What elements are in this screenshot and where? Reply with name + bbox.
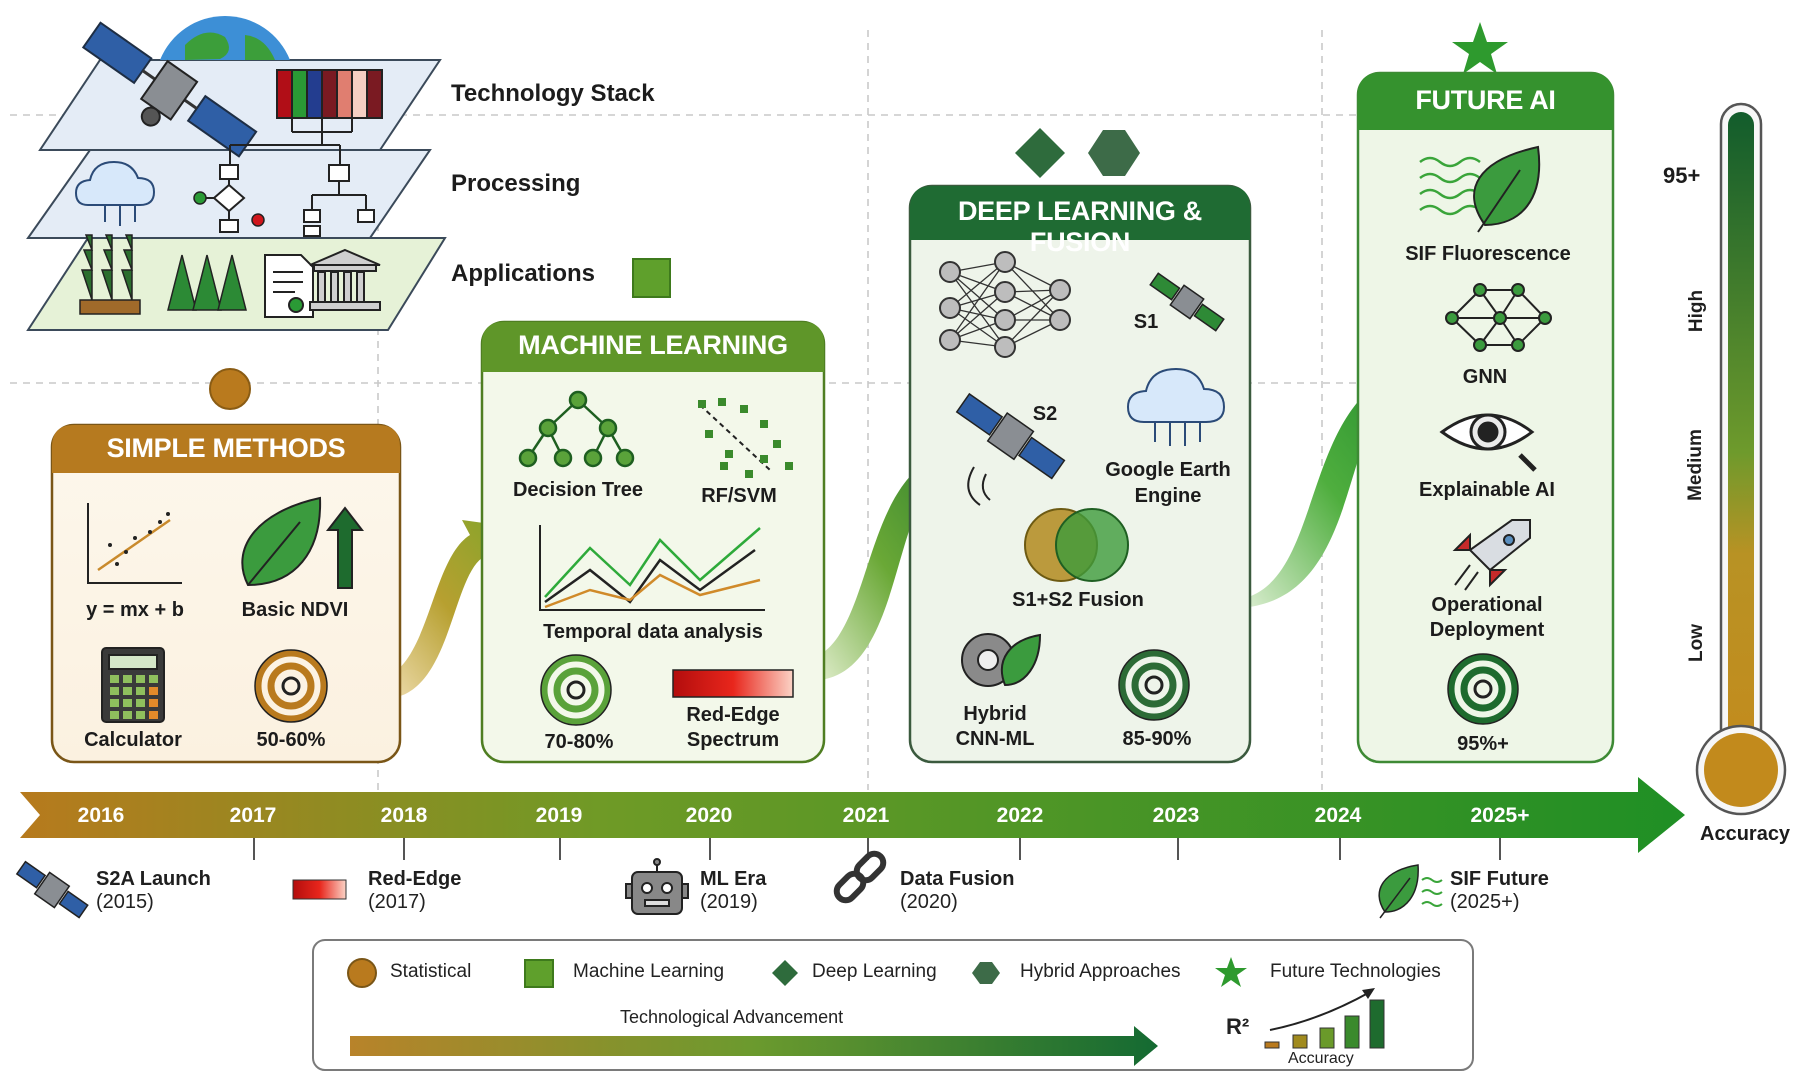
future-ai-title: FUTURE AI — [1415, 85, 1556, 115]
year-label: 2019 — [535, 804, 583, 827]
s2a-satellite-icon — [15, 860, 89, 919]
technology-stack-illustration — [26, 15, 447, 331]
hybrid-cnn-ml-line2: CNN-ML — [955, 728, 1035, 750]
s2-label: S2 — [1032, 403, 1058, 425]
thermo-accuracy-label: Accuracy — [1700, 823, 1791, 845]
gnn-label: GNN — [1462, 366, 1508, 388]
operational-deployment-line1: Operational — [1431, 594, 1543, 616]
gee-label-line2: Engine — [1134, 485, 1202, 507]
year-label: 2018 — [380, 804, 428, 827]
ml-accuracy-label: 70-80% — [544, 731, 614, 753]
decision-tree-label: Decision Tree — [512, 479, 644, 501]
deep-learning-title: DEEP LEARNING & FUSION — [957, 196, 1203, 257]
hybrid-cnn-ml-line1: Hybrid — [963, 703, 1027, 725]
gee-label-line1: Google Earth — [1105, 459, 1231, 481]
thermo-medium-label: Medium — [1685, 429, 1706, 501]
thermo-high-label: High — [1686, 289, 1707, 333]
year-label: 2021 — [842, 804, 890, 827]
operational-deployment-line2: Deployment — [1429, 619, 1545, 641]
event-data-fusion: Data Fusion (2020) — [900, 868, 1015, 913]
formula-label: y = mx + b — [86, 599, 184, 621]
year-label: 2022 — [996, 804, 1044, 827]
processing-label: Processing — [451, 170, 581, 197]
event-sif-future: SIF Future (2025+) — [1450, 868, 1549, 913]
year-label: 2025+ — [1470, 804, 1530, 827]
legend-technological-advancement: Technological Advancement — [620, 1007, 844, 1027]
legend-accuracy: Accuracy — [1288, 1050, 1354, 1067]
legend-future-technologies: Future Technologies — [1270, 961, 1441, 982]
satellite-icon — [81, 21, 258, 158]
legend-hybrid-approaches: Hybrid Approaches — [1020, 961, 1181, 982]
event-ml-era: ML Era (2019) — [700, 868, 767, 913]
legend-machine-learning: Machine Learning — [573, 961, 725, 982]
technology-stack-label: Technology Stack — [451, 80, 655, 107]
s1-label: S1 — [1133, 311, 1159, 333]
s1-s2-fusion-label: S1+S2 Fusion — [1012, 589, 1144, 611]
sif-fluorescence-label: SIF Fluorescence — [1405, 243, 1571, 265]
explainable-ai-label: Explainable AI — [1419, 479, 1555, 501]
thermo-low-label: Low — [1686, 624, 1707, 662]
legend-deep-learning: Deep Learning — [812, 961, 937, 982]
year-label: 2024 — [1314, 804, 1362, 827]
year-label: 2020 — [685, 804, 733, 827]
calculator-label: Calculator — [84, 729, 182, 751]
machine-learning-title: MACHINE LEARNING — [518, 330, 788, 360]
simple-accuracy-label: 50-60% — [256, 729, 326, 751]
legend-statistical: Statistical — [390, 961, 472, 982]
simple-methods-title: SIMPLE METHODS — [106, 433, 346, 463]
thermo-top-label: 95+ — [1663, 163, 1701, 188]
legend-r2: R² — [1226, 1014, 1250, 1039]
applications-label: Applications — [451, 260, 596, 287]
temporal-analysis-label: Temporal data analysis — [543, 621, 763, 643]
red-edge-spectrum-line1: Red-Edge — [686, 704, 780, 726]
event-red-edge: Red-Edge (2017) — [368, 868, 462, 913]
year-label: 2017 — [229, 804, 277, 827]
dl-accuracy-label: 85-90% — [1122, 728, 1192, 750]
red-edge-spectrum-line2: Spectrum — [686, 729, 780, 751]
event-s2a-launch: S2A Launch (2015) — [96, 868, 211, 913]
timeline-bar — [20, 777, 1685, 853]
rf-svm-label: RF/SVM — [701, 485, 777, 507]
basic-ndvi-label: Basic NDVI — [241, 599, 349, 621]
future-accuracy-label: 95%+ — [1457, 733, 1509, 755]
year-label: 2023 — [1152, 804, 1200, 827]
accuracy-thermometer — [1695, 102, 1787, 816]
year-label: 2016 — [77, 804, 125, 827]
